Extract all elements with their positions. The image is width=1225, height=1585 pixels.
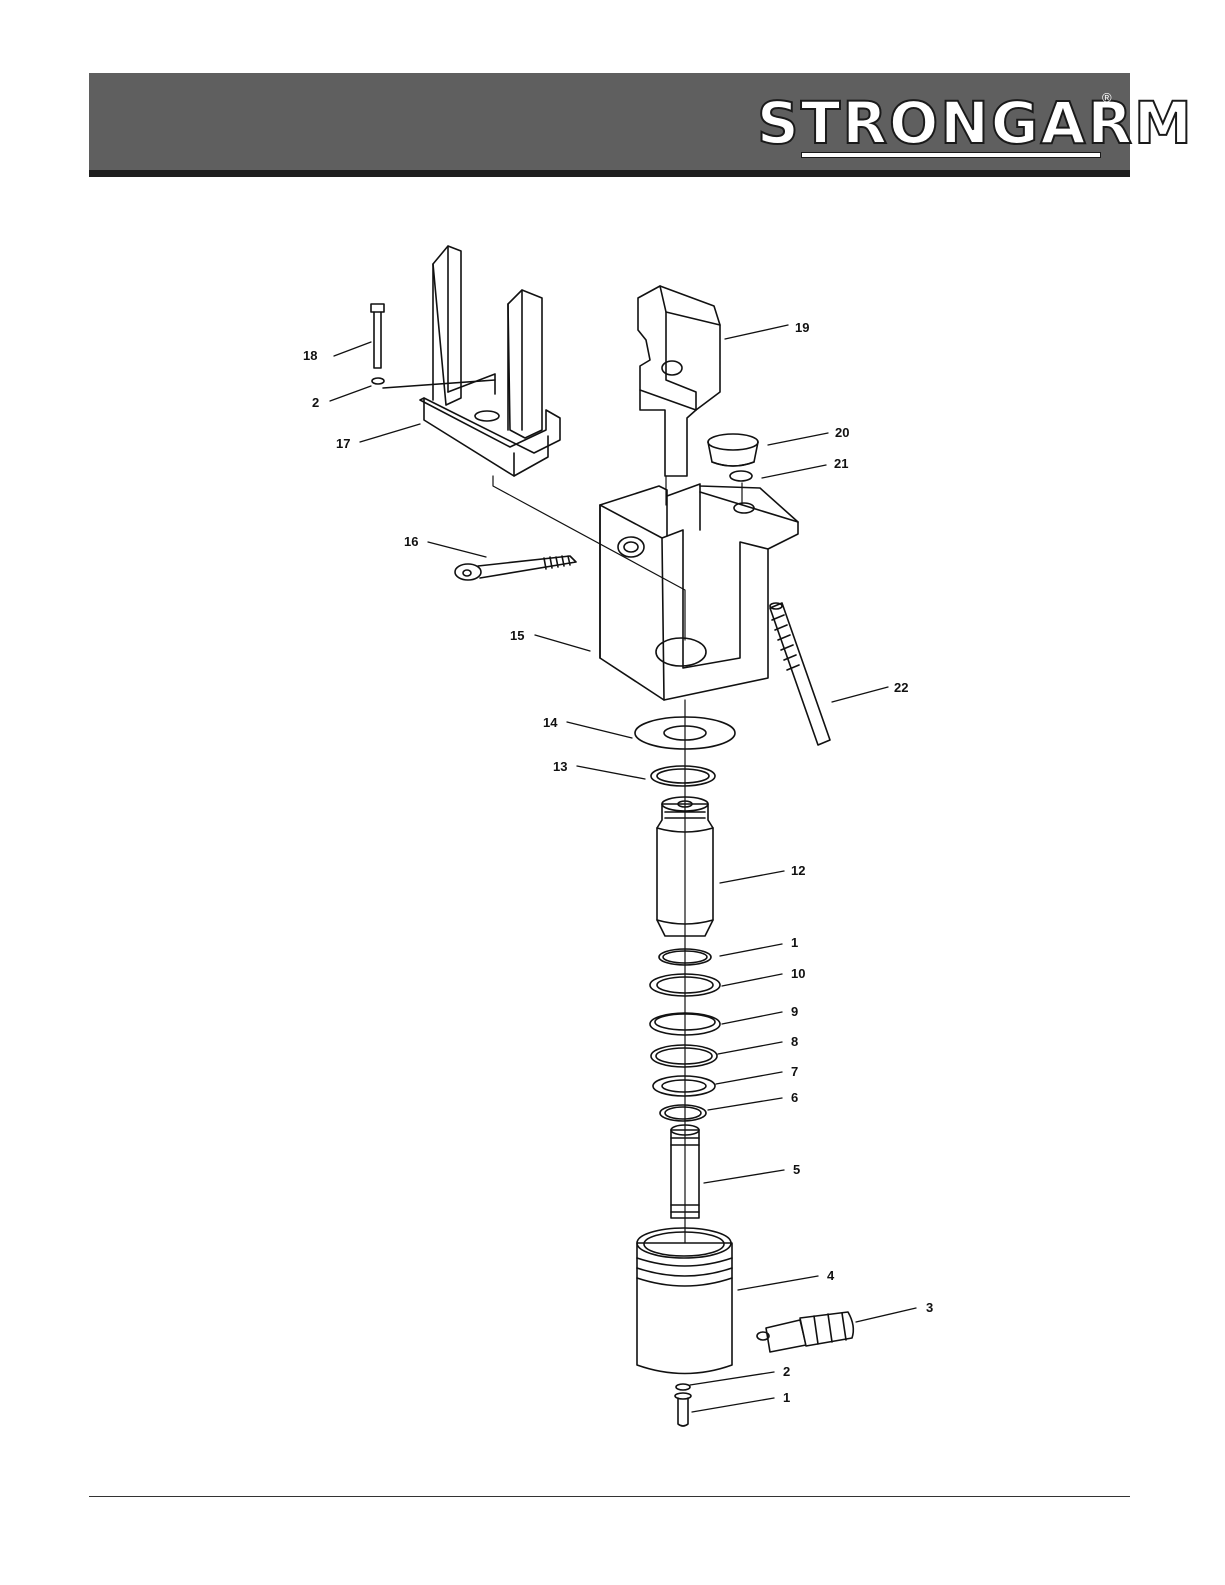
callout-7: 7 <box>791 1064 798 1079</box>
part-7-ring <box>653 1076 715 1096</box>
leader-lines <box>330 325 916 1412</box>
callout-8: 8 <box>791 1034 798 1049</box>
part-8-ring <box>651 1045 717 1067</box>
part-20-cap <box>708 434 758 466</box>
part-2-washer-bottom <box>676 1384 690 1390</box>
callout-21: 21 <box>834 456 848 471</box>
callout-3: 3 <box>926 1300 933 1315</box>
callout-6: 6 <box>791 1090 798 1105</box>
callout-22: 22 <box>894 680 908 695</box>
part-16-eyebolt <box>455 556 576 580</box>
callout-5: 5 <box>793 1162 800 1177</box>
part-22-rod <box>770 603 830 745</box>
callout-17: 17 <box>336 436 350 451</box>
callout-14: 14 <box>543 715 558 730</box>
part-18-bolt <box>371 304 384 368</box>
callout-labels: 18 2 17 19 20 21 16 15 22 14 13 12 1 10 … <box>303 320 933 1405</box>
callout-2-top: 2 <box>312 395 319 410</box>
callout-1-upper: 1 <box>791 935 798 950</box>
callout-12: 12 <box>791 863 805 878</box>
part-6-ring <box>660 1105 706 1121</box>
footer-rule <box>89 1496 1130 1497</box>
callout-4: 4 <box>827 1268 835 1283</box>
part-4-cylinder <box>637 1228 732 1374</box>
callout-20: 20 <box>835 425 849 440</box>
callout-15: 15 <box>510 628 524 643</box>
callout-13: 13 <box>553 759 567 774</box>
callout-9: 9 <box>791 1004 798 1019</box>
callout-10: 10 <box>791 966 805 981</box>
part-1-bolt-bottom <box>675 1393 691 1426</box>
part-13-ring <box>651 766 715 786</box>
callout-18: 18 <box>303 348 317 363</box>
part-3-valve <box>757 1312 853 1352</box>
part-17-fork <box>420 246 560 476</box>
part-2-washer-top <box>372 378 384 384</box>
callout-2-bottom: 2 <box>783 1364 790 1379</box>
part-15-body <box>600 484 798 700</box>
part-21-washer <box>730 471 752 481</box>
part-19-jaw <box>638 286 720 476</box>
callout-19: 19 <box>795 320 809 335</box>
callout-16: 16 <box>404 534 418 549</box>
assembly-line-17 <box>383 380 495 388</box>
callout-1-bottom: 1 <box>783 1390 790 1405</box>
